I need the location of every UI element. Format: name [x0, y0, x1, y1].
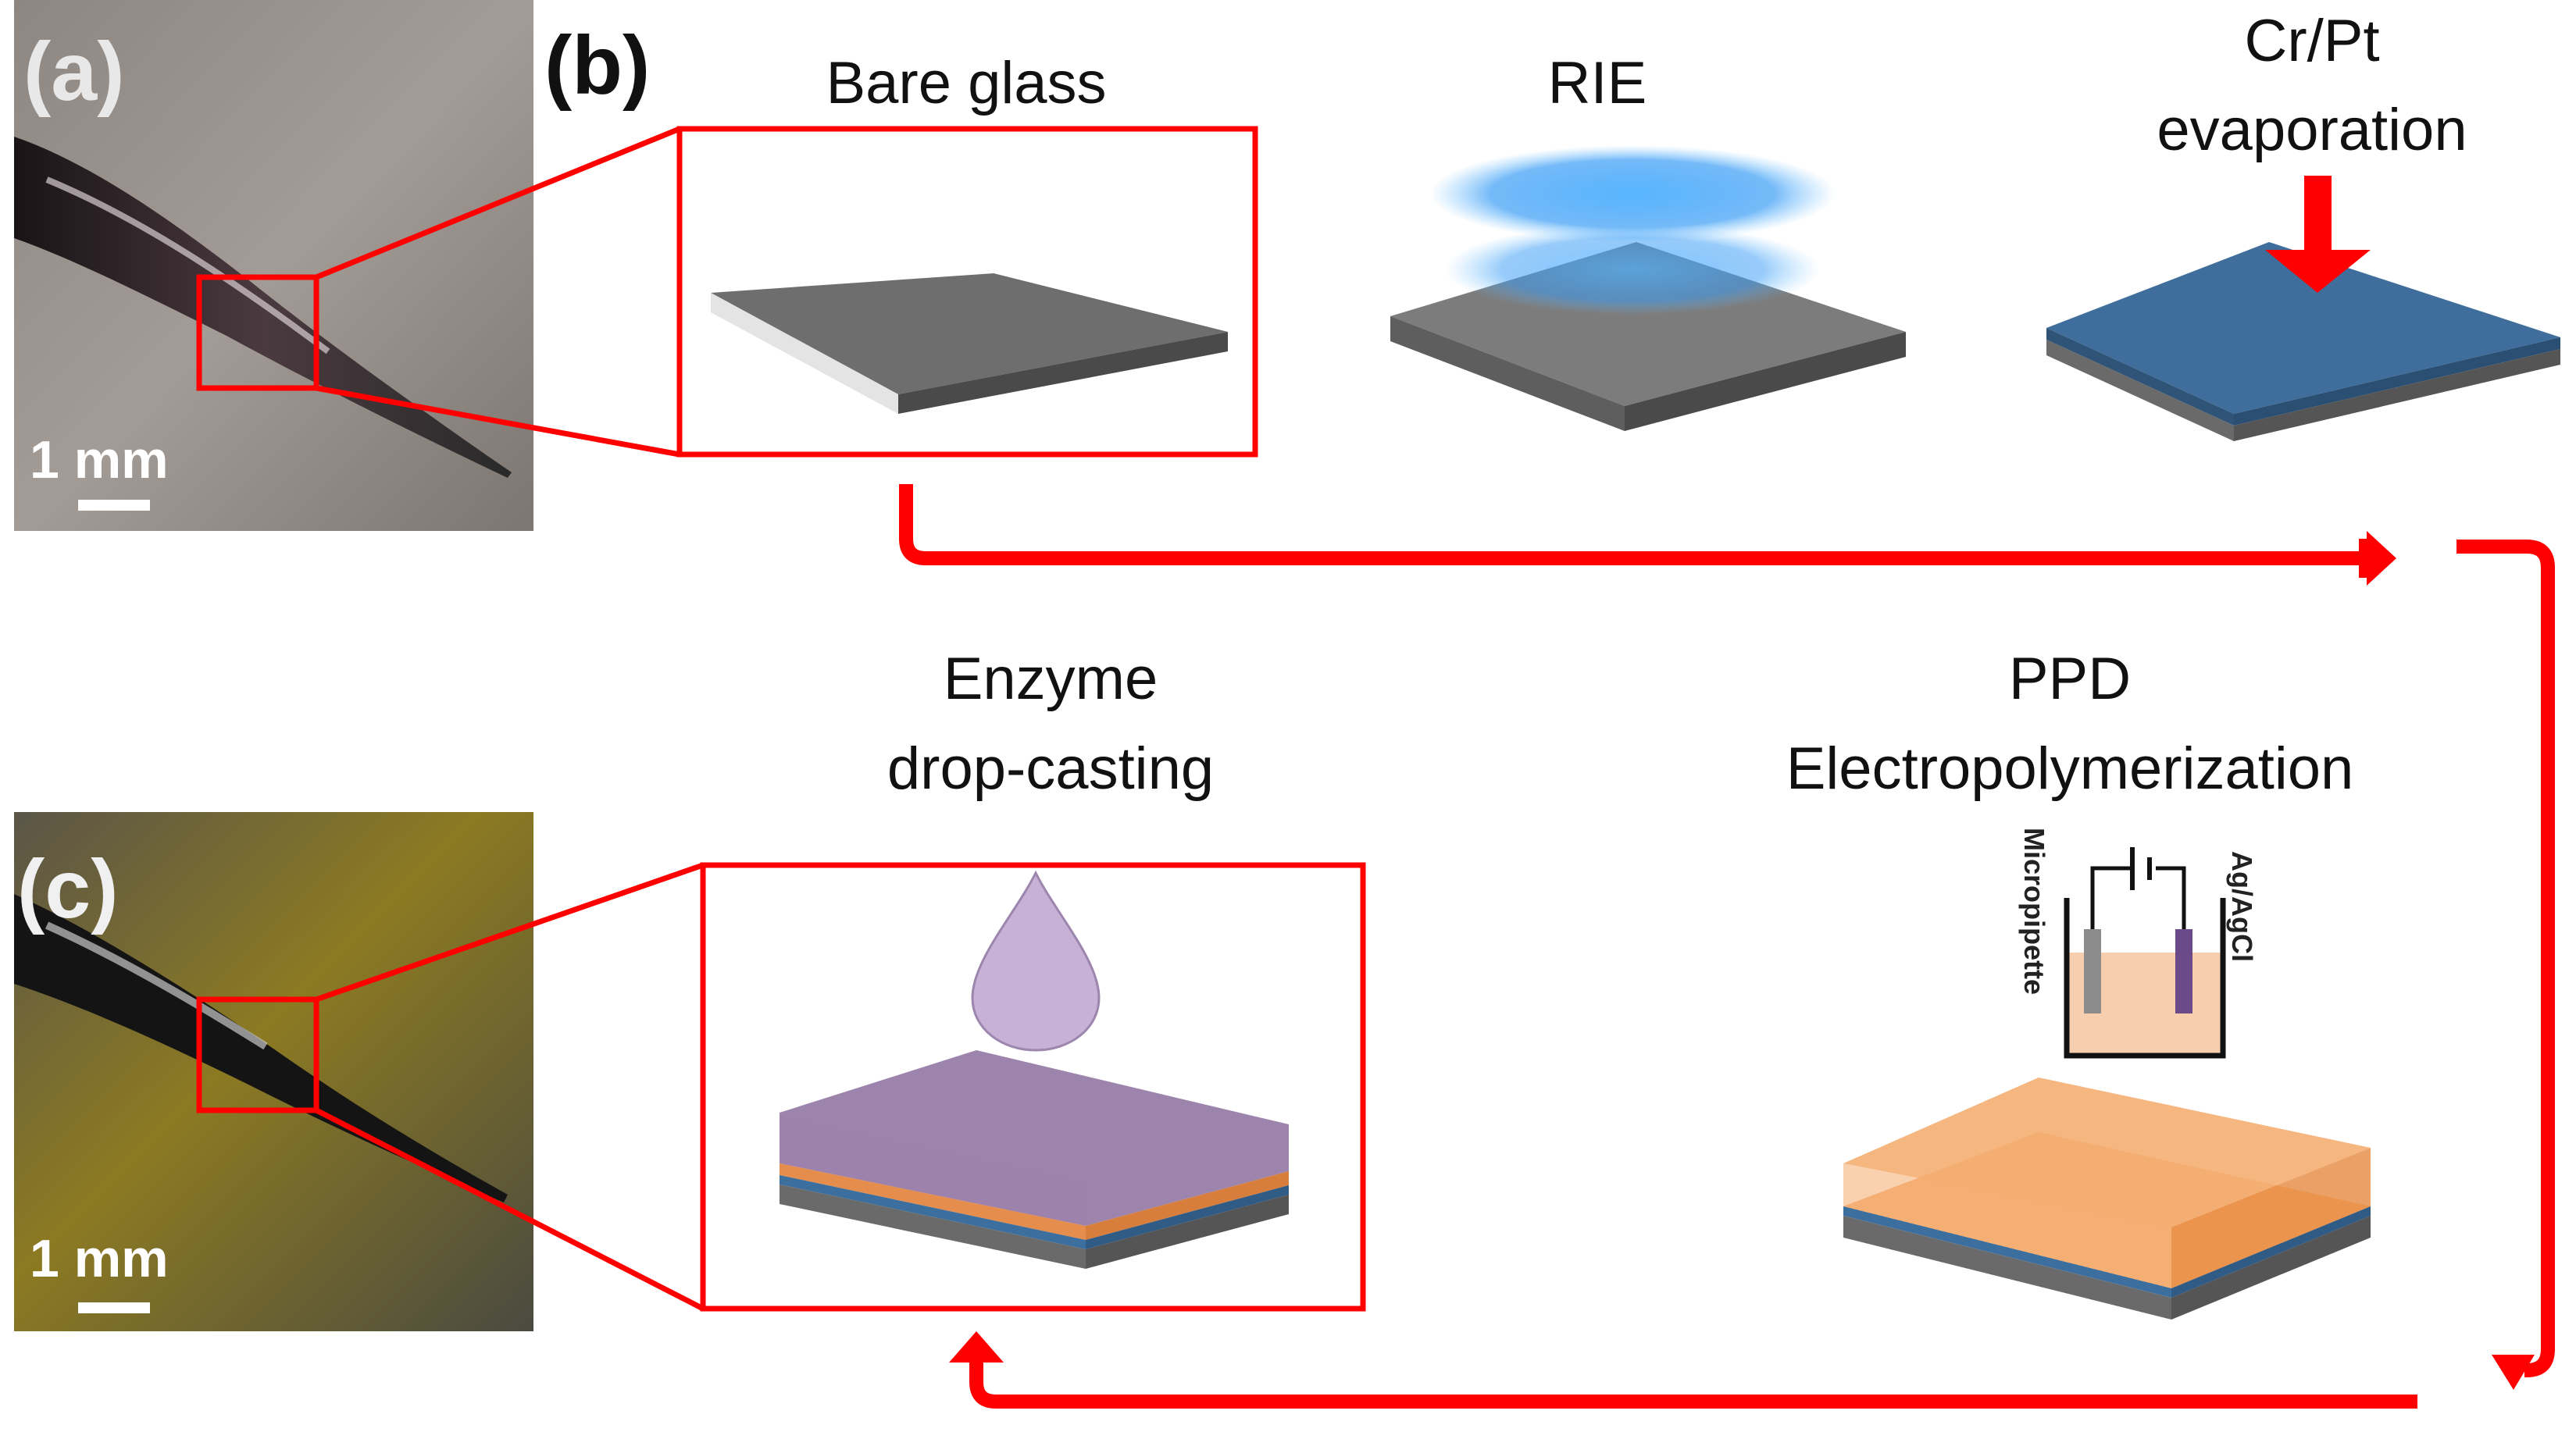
reference-electrode	[2175, 929, 2192, 1013]
panel-a-photo: (a) 1 mm	[14, 0, 533, 531]
panel-c-label: (c)	[17, 843, 119, 935]
step-enzyme-drop-casting: Enzyme drop-casting	[700, 646, 1366, 1312]
cell-beaker	[2064, 898, 2226, 1059]
electrochemical-cell: Micropipette Ag/AgCl	[2018, 828, 2258, 1059]
rie-slide-side-left	[1390, 316, 1625, 431]
zoom-lines-a	[315, 126, 681, 458]
enzyme-ppd-edge	[780, 1163, 1086, 1240]
flow-arrow-1	[899, 484, 2359, 565]
ppd-glass-edge	[1843, 1216, 2171, 1320]
scale-bar-c	[78, 1302, 150, 1313]
zoom-box-c	[196, 996, 319, 1113]
enzyme-title-line1: Enzyme	[944, 646, 1158, 712]
enzyme-droplet	[971, 870, 1101, 1052]
scale-bar-a	[78, 500, 150, 511]
working-electrode	[2084, 929, 2101, 1013]
bare-glass-box	[676, 126, 1258, 458]
enzyme-box	[700, 862, 1366, 1312]
scale-bar-c-label: 1 mm	[30, 1229, 169, 1288]
flow-arrow-2-head	[2492, 1355, 2535, 1390]
plasma-upper	[1429, 145, 1836, 242]
zoom-box-a	[196, 274, 319, 391]
crpt-title-line2: evaporation	[2157, 97, 2467, 163]
flow-arrow-3	[969, 1363, 2417, 1409]
glass-slide-side-front	[898, 332, 1228, 414]
ppd-title-line2: Electropolymerization	[1786, 736, 2354, 802]
crpt-title-line1: Cr/Pt	[2244, 8, 2379, 74]
plasma-lower	[1445, 224, 1820, 315]
step-ppd-electropolymerization: PPD Electropolymerization Micropipette A…	[1786, 646, 2371, 1320]
crpt-glass-side-left	[2046, 340, 2234, 441]
panel-b-label: (b)	[544, 20, 650, 112]
crpt-layer-top	[2046, 242, 2560, 414]
evaporation-arrow-icon	[2265, 176, 2371, 293]
flow-arrow-1-head	[2359, 531, 2396, 586]
cell-wiring	[2090, 866, 2186, 929]
step-bare-glass: Bare glass	[676, 50, 1258, 458]
step-rie: RIE	[1390, 50, 1906, 431]
panel-a-label: (a)	[23, 26, 125, 118]
enzyme-glass-edge	[780, 1184, 1086, 1269]
micropipette-label: Micropipette	[2018, 828, 2050, 995]
step-crpt-evaporation: Cr/Pt evaporation	[2046, 8, 2560, 441]
panel-c-photo: (c) 1 mm	[14, 812, 533, 1331]
scale-bar-a-label: 1 mm	[30, 430, 169, 490]
bare-glass-title: Bare glass	[826, 50, 1106, 116]
rie-slide-side-front	[1625, 332, 1906, 431]
ppd-layer	[1843, 1078, 2371, 1227]
flow-arrow-3-head	[949, 1331, 1004, 1363]
ppd-title-line1: PPD	[2009, 646, 2131, 712]
rie-title: RIE	[1548, 50, 1647, 116]
enzyme-crpt-edge	[780, 1175, 1086, 1249]
ppd-crpt-edge	[1843, 1206, 2171, 1298]
crpt-glass-side-front	[2234, 349, 2560, 441]
enzyme-title-line2: drop-casting	[887, 736, 1214, 802]
glass-slide-top	[711, 273, 1228, 394]
flow-arrow-2	[2456, 540, 2555, 1377]
zoom-lines-c	[315, 862, 705, 1312]
glass-slide-side-left	[711, 293, 898, 414]
ag-agcl-label: Ag/AgCl	[2226, 851, 2258, 962]
